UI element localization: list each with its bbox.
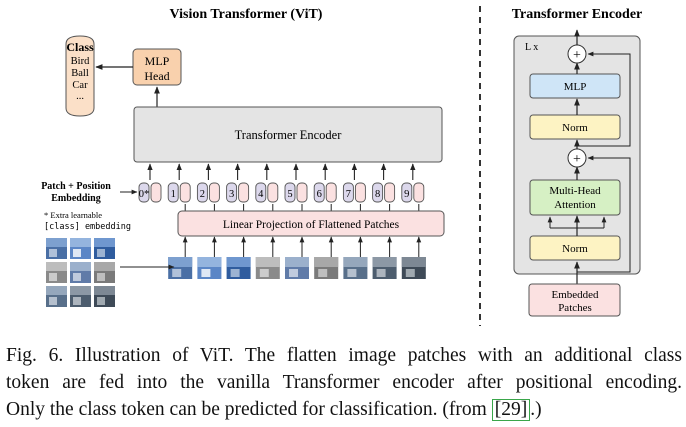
caption-text: .) <box>530 399 542 420</box>
token-index: 8 <box>375 189 380 200</box>
plus-symbol: + <box>573 152 581 167</box>
encoder-title: Transformer Encoder <box>512 7 643 22</box>
patch-embedding <box>296 182 308 203</box>
class-heading: Class <box>66 40 94 54</box>
position-embedding <box>138 182 150 203</box>
token-index: 6 <box>317 189 322 200</box>
position-embedding <box>372 182 384 203</box>
mlp-head-label: MLP <box>145 54 170 68</box>
position-embedding <box>255 182 267 203</box>
residual-connection-lower <box>577 155 631 273</box>
class-item: ... <box>76 91 84 102</box>
transformer-encoder-label: Transformer Encoder <box>235 128 343 142</box>
token-index: 5 <box>287 189 292 200</box>
patch-row <box>168 236 426 279</box>
embedded-patches-label: Patches <box>558 302 592 314</box>
token-row: 0* 1 2 3 4 5 6 7 8 9 <box>138 163 425 211</box>
norm-box-lower <box>529 235 621 261</box>
patch-embedding <box>208 182 220 203</box>
class-item: Car <box>72 80 88 91</box>
extra-learnable-note: [class] embedding <box>44 222 131 232</box>
caption-text: Only the class token can be predicted fo… <box>6 399 492 420</box>
token-index: 0* <box>139 189 150 200</box>
patch-embedding <box>325 182 337 203</box>
patch-embedding <box>238 182 250 203</box>
token-index: 7 <box>346 189 351 200</box>
caption-line: token are fed into the vanilla Transform… <box>6 372 682 393</box>
token-index: 4 <box>258 189 264 200</box>
position-embedding <box>342 182 354 203</box>
class-item: Bird <box>71 56 90 67</box>
caption-line: Fig. 6. Illustration of ViT. The flatten… <box>6 345 682 366</box>
norm-label: Norm <box>562 122 588 134</box>
token-index: 9 <box>404 189 409 200</box>
mlp-box <box>529 73 621 99</box>
token-index: 1 <box>171 189 176 200</box>
norm-label: Norm <box>562 243 588 255</box>
citation-link[interactable]: [29] <box>491 399 531 421</box>
patch-embedding <box>384 182 396 203</box>
caption-line: Only the class token can be predicted fo… <box>6 396 682 423</box>
vit-figure: Vision Transformer (ViT) Transformer Enc… <box>41 6 643 326</box>
token-index: 3 <box>229 189 234 200</box>
attention-label: Multi-Head <box>549 185 601 197</box>
position-embedding <box>226 182 238 203</box>
extra-learnable-note: * Extra learnable <box>44 210 102 220</box>
layer-repeat-label: L x <box>525 42 538 53</box>
mlp-label: MLP <box>564 81 587 93</box>
position-embedding <box>196 182 208 203</box>
patch-embedding <box>150 182 162 203</box>
embedded-patches-label: Embedded <box>551 289 599 301</box>
patch-embedding <box>354 182 366 203</box>
attention-box <box>529 179 621 216</box>
patch-embedding <box>267 182 279 203</box>
linear-projection-box <box>177 210 445 237</box>
patch-position-label: Embedding <box>51 193 100 204</box>
attention-label: Attention <box>554 199 596 211</box>
plus-symbol: + <box>573 48 581 63</box>
class-item: Ball <box>71 68 89 79</box>
token-index: 2 <box>200 189 205 200</box>
linear-projection-label: Linear Projection of Flattened Patches <box>223 219 400 231</box>
norm-box-upper <box>529 114 621 140</box>
patch-embedding <box>413 182 425 203</box>
embedded-patches-box <box>528 283 621 317</box>
residual-connection-upper <box>577 51 631 147</box>
class-output-box: Class Bird Ball Car ... <box>65 35 95 117</box>
position-embedding <box>284 182 296 203</box>
position-embedding <box>313 182 325 203</box>
position-embedding <box>167 182 179 203</box>
position-embedding <box>401 182 413 203</box>
mlp-head-label: Head <box>144 69 169 83</box>
patch-embedding <box>179 182 191 203</box>
vit-title: Vision Transformer (ViT) <box>170 7 323 22</box>
input-image-grid <box>46 238 115 307</box>
figure-caption: Fig. 6. Illustration of ViT. The flatten… <box>6 342 682 423</box>
transformer-encoder-box <box>133 106 443 163</box>
patch-position-label: Patch + Position <box>41 181 111 192</box>
